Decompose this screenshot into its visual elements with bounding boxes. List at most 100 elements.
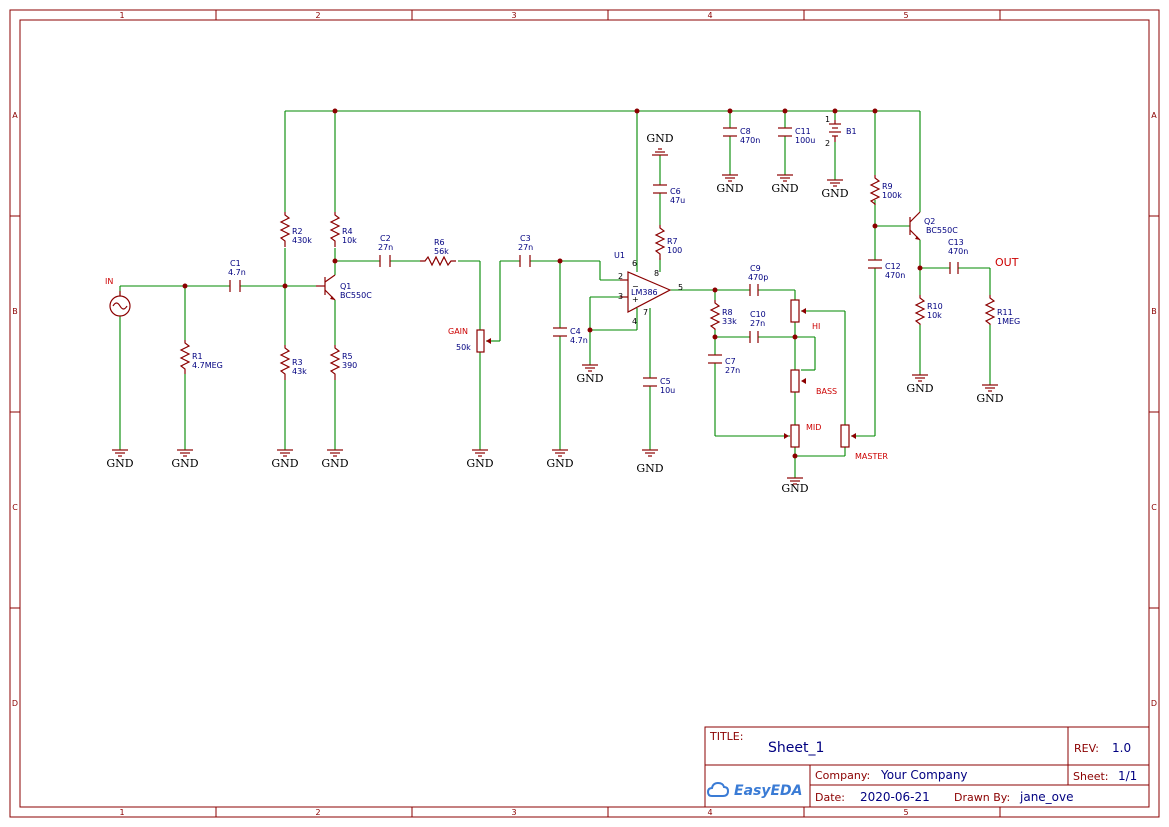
c2-value: 27n (378, 243, 393, 252)
title-label: TITLE: (709, 730, 743, 743)
c9-ref: C9 (750, 264, 761, 273)
b1-ref: B1 (846, 127, 857, 136)
zone-row-d-right: D (1151, 699, 1157, 708)
c7-ref: C7 (725, 357, 736, 366)
transistor-q1-icon (316, 274, 336, 301)
pin-numbers: 2 3 5 6 8 4 7 − + 1 2 (618, 115, 830, 326)
gnd-label: GND (716, 182, 743, 195)
capacitor-c11 (778, 127, 792, 137)
q1-value: BC550C (340, 291, 372, 300)
capacitor-c7 (708, 354, 722, 364)
potentiometer-mid (784, 424, 800, 448)
ground-labels: GND GND GND GND GND GND GND GND GND GND … (106, 132, 1003, 495)
ground-icon (582, 364, 598, 372)
resistor-r8 (709, 300, 721, 330)
title-block: TITLE: Sheet_1 REV: 1.0 Company: Your Co… (704, 726, 1150, 808)
u1-pin-8: 8 (654, 269, 659, 278)
q2-ref: Q2 (924, 217, 935, 226)
capacitor-c8 (723, 127, 737, 137)
ac-source-icon (109, 291, 131, 317)
u1-pin-2: 2 (618, 272, 623, 281)
r4-value: 10k (342, 236, 357, 245)
ground-icon (652, 148, 668, 156)
gain-ref: GAIN (448, 327, 468, 336)
r3-ref: R3 (292, 358, 303, 367)
ground-icon (912, 374, 928, 382)
component-labels: C1 4.7n R1 4.7MEG R2 430k R3 43k R4 10k … (192, 127, 1020, 461)
c10-value: 27n (750, 319, 765, 328)
capacitor-c9 (749, 284, 759, 296)
u1-ref: U1 (614, 251, 625, 260)
sheet-label: Sheet: (1073, 770, 1109, 783)
capacitor-c12 (868, 259, 882, 269)
capacitor-c1 (229, 280, 241, 292)
ground-icon (982, 384, 998, 392)
gnd-label: GND (781, 482, 808, 495)
r11-ref: R11 (997, 308, 1013, 317)
u1-pin-5: 5 (678, 283, 683, 292)
b1-pin-1: 1 (825, 115, 830, 124)
r5-ref: R5 (342, 352, 353, 361)
gnd-label: GND (646, 132, 673, 145)
junctions (182, 108, 923, 459)
c9-value: 470p (748, 273, 768, 282)
gnd-label: GND (466, 457, 493, 470)
c4-ref: C4 (570, 327, 581, 336)
zone-row-c-left: C (12, 503, 18, 512)
c6-value: 47u (670, 196, 685, 205)
wires (119, 110, 991, 478)
capacitor-c3 (519, 255, 531, 267)
r6-value: 56k (434, 247, 449, 256)
component-symbols (109, 120, 996, 448)
r4-ref: R4 (342, 227, 353, 236)
r10-ref: R10 (927, 302, 943, 311)
net-label-in: IN (105, 277, 113, 286)
r1-ref: R1 (192, 352, 203, 361)
q2-value: BC550C (926, 226, 958, 235)
potentiometer-gain (476, 329, 491, 353)
gnd-label: GND (321, 457, 348, 470)
bass-ref: BASS (816, 387, 837, 396)
resistor-r5 (329, 345, 341, 380)
c4-value: 4.7n (570, 336, 588, 345)
zone-col-4-top: 4 (707, 11, 712, 20)
sheet-title: Sheet_1 (768, 740, 824, 756)
zone-row-a-left: A (12, 111, 18, 120)
r8-ref: R8 (722, 308, 733, 317)
r10-value: 10k (927, 311, 942, 320)
gnd-label: GND (106, 457, 133, 470)
zone-col-1-top: 1 (119, 11, 124, 20)
drawn-by-value: jane_ove (1019, 790, 1074, 804)
hi-ref: HI (812, 322, 820, 331)
zone-row-b-right: B (1151, 307, 1157, 316)
logo-text: EasyEDA (734, 783, 803, 799)
gnd-label: GND (576, 372, 603, 385)
resistor-r1 (179, 340, 191, 374)
zone-labels: 1 2 3 4 5 1 2 3 4 5 A B C D A B C D (12, 11, 1157, 817)
q1-ref: Q1 (340, 282, 351, 291)
c13-value: 470n (948, 247, 968, 256)
c1-ref: C1 (230, 259, 241, 268)
zone-col-2-top: 2 (315, 11, 320, 20)
gnd-label: GND (636, 462, 663, 475)
easyeda-logo: EasyEDA (706, 781, 803, 799)
ground-icon (277, 449, 293, 457)
r7-value: 100 (667, 246, 682, 255)
zone-col-2-bottom: 2 (315, 808, 320, 817)
r9-ref: R9 (882, 182, 893, 191)
c5-value: 10u (660, 386, 675, 395)
company-value: Your Company (880, 768, 968, 782)
drawn-by-label: Drawn By: (954, 791, 1010, 804)
zone-col-4-bottom: 4 (707, 808, 712, 817)
r5-value: 390 (342, 361, 357, 370)
capacitor-c2 (379, 255, 391, 267)
u1-pin-7: 7 (643, 308, 648, 317)
c5-ref: C5 (660, 377, 671, 386)
resistor-r9 (869, 175, 881, 205)
date-value: 2020-06-21 (860, 790, 930, 804)
battery-b1-icon (829, 120, 841, 142)
r2-ref: R2 (292, 227, 303, 236)
c6-ref: C6 (670, 187, 681, 196)
